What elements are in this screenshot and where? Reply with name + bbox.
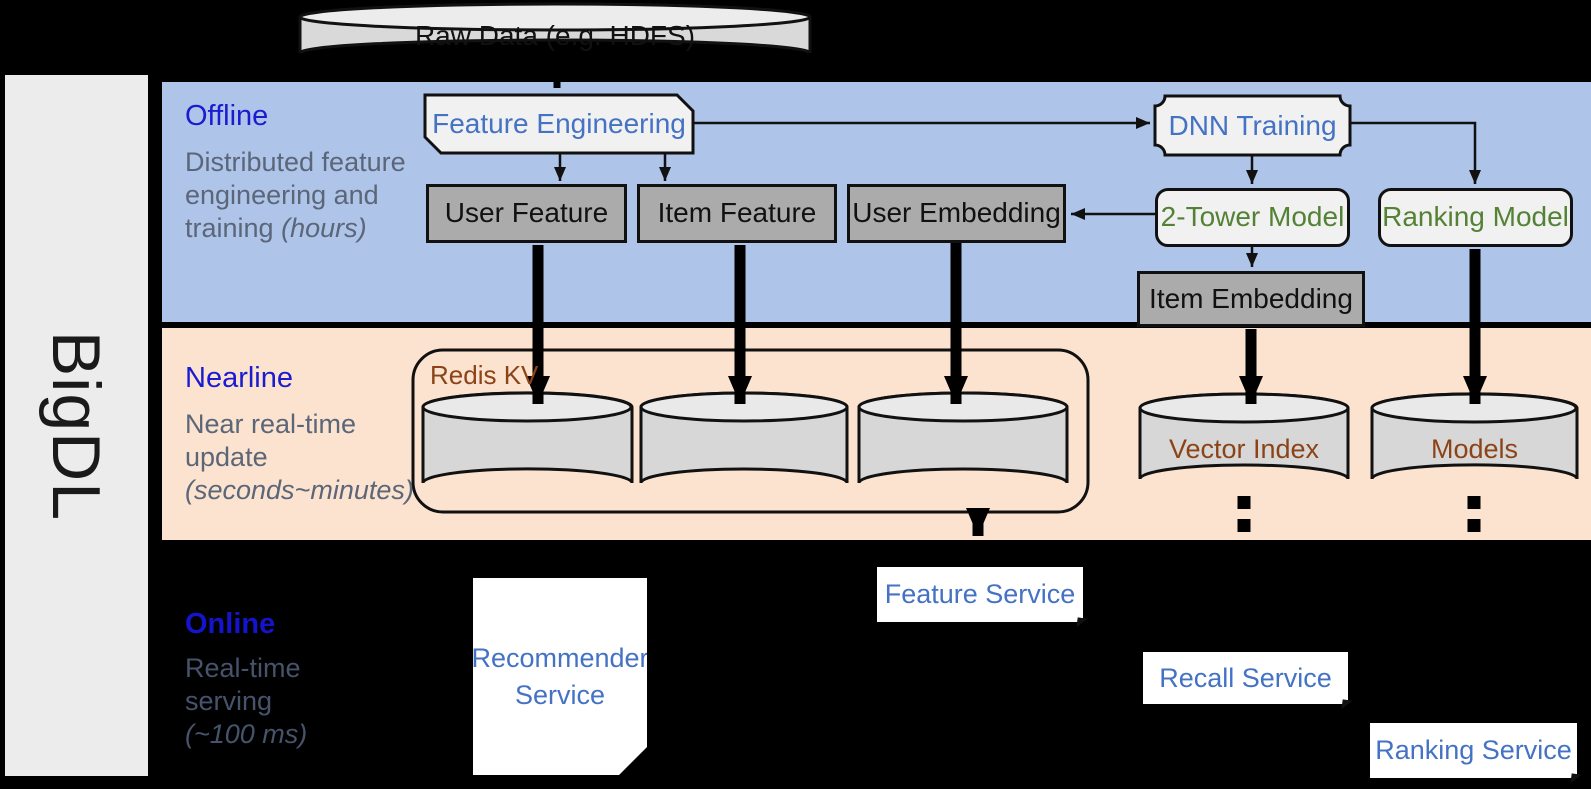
- recommender-service-node: Recommender Service: [473, 578, 647, 775]
- folded-corner-icon: [619, 747, 647, 775]
- feature-service-node: Feature Service: [877, 567, 1083, 622]
- recall-service-node: Recall Service: [1143, 652, 1348, 704]
- nearline-lane-desc: Near real-time update (seconds~minutes): [185, 409, 414, 505]
- item-feature-node: Item Feature: [637, 184, 837, 243]
- user-embedding-node: User Embedding: [847, 184, 1066, 243]
- redis-kv-label: Redis KV: [430, 360, 539, 390]
- bigdl-vertical-title: BigDL: [38, 330, 115, 521]
- item-embedding-node: Item Embedding: [1137, 271, 1365, 327]
- bigdl-sidebar: BigDL: [5, 75, 148, 776]
- online-lane-desc: Real-time serving (~100 ms): [185, 653, 308, 749]
- ranking-service-node: Ranking Service: [1370, 723, 1577, 778]
- ranking-model-node: Ranking Model: [1378, 188, 1573, 247]
- nearline-lane-title: Nearline: [185, 362, 293, 394]
- user-feature-node: User Feature: [426, 184, 627, 243]
- two-tower-model-node: 2-Tower Model: [1155, 188, 1350, 247]
- online-lane-title: Online: [185, 608, 276, 640]
- offline-lane-title: Offline: [185, 100, 269, 132]
- offline-lane-desc: Distributed feature engineering and trai…: [185, 147, 406, 243]
- raw-data-label: Raw Data (e.g. HDFS): [414, 20, 696, 51]
